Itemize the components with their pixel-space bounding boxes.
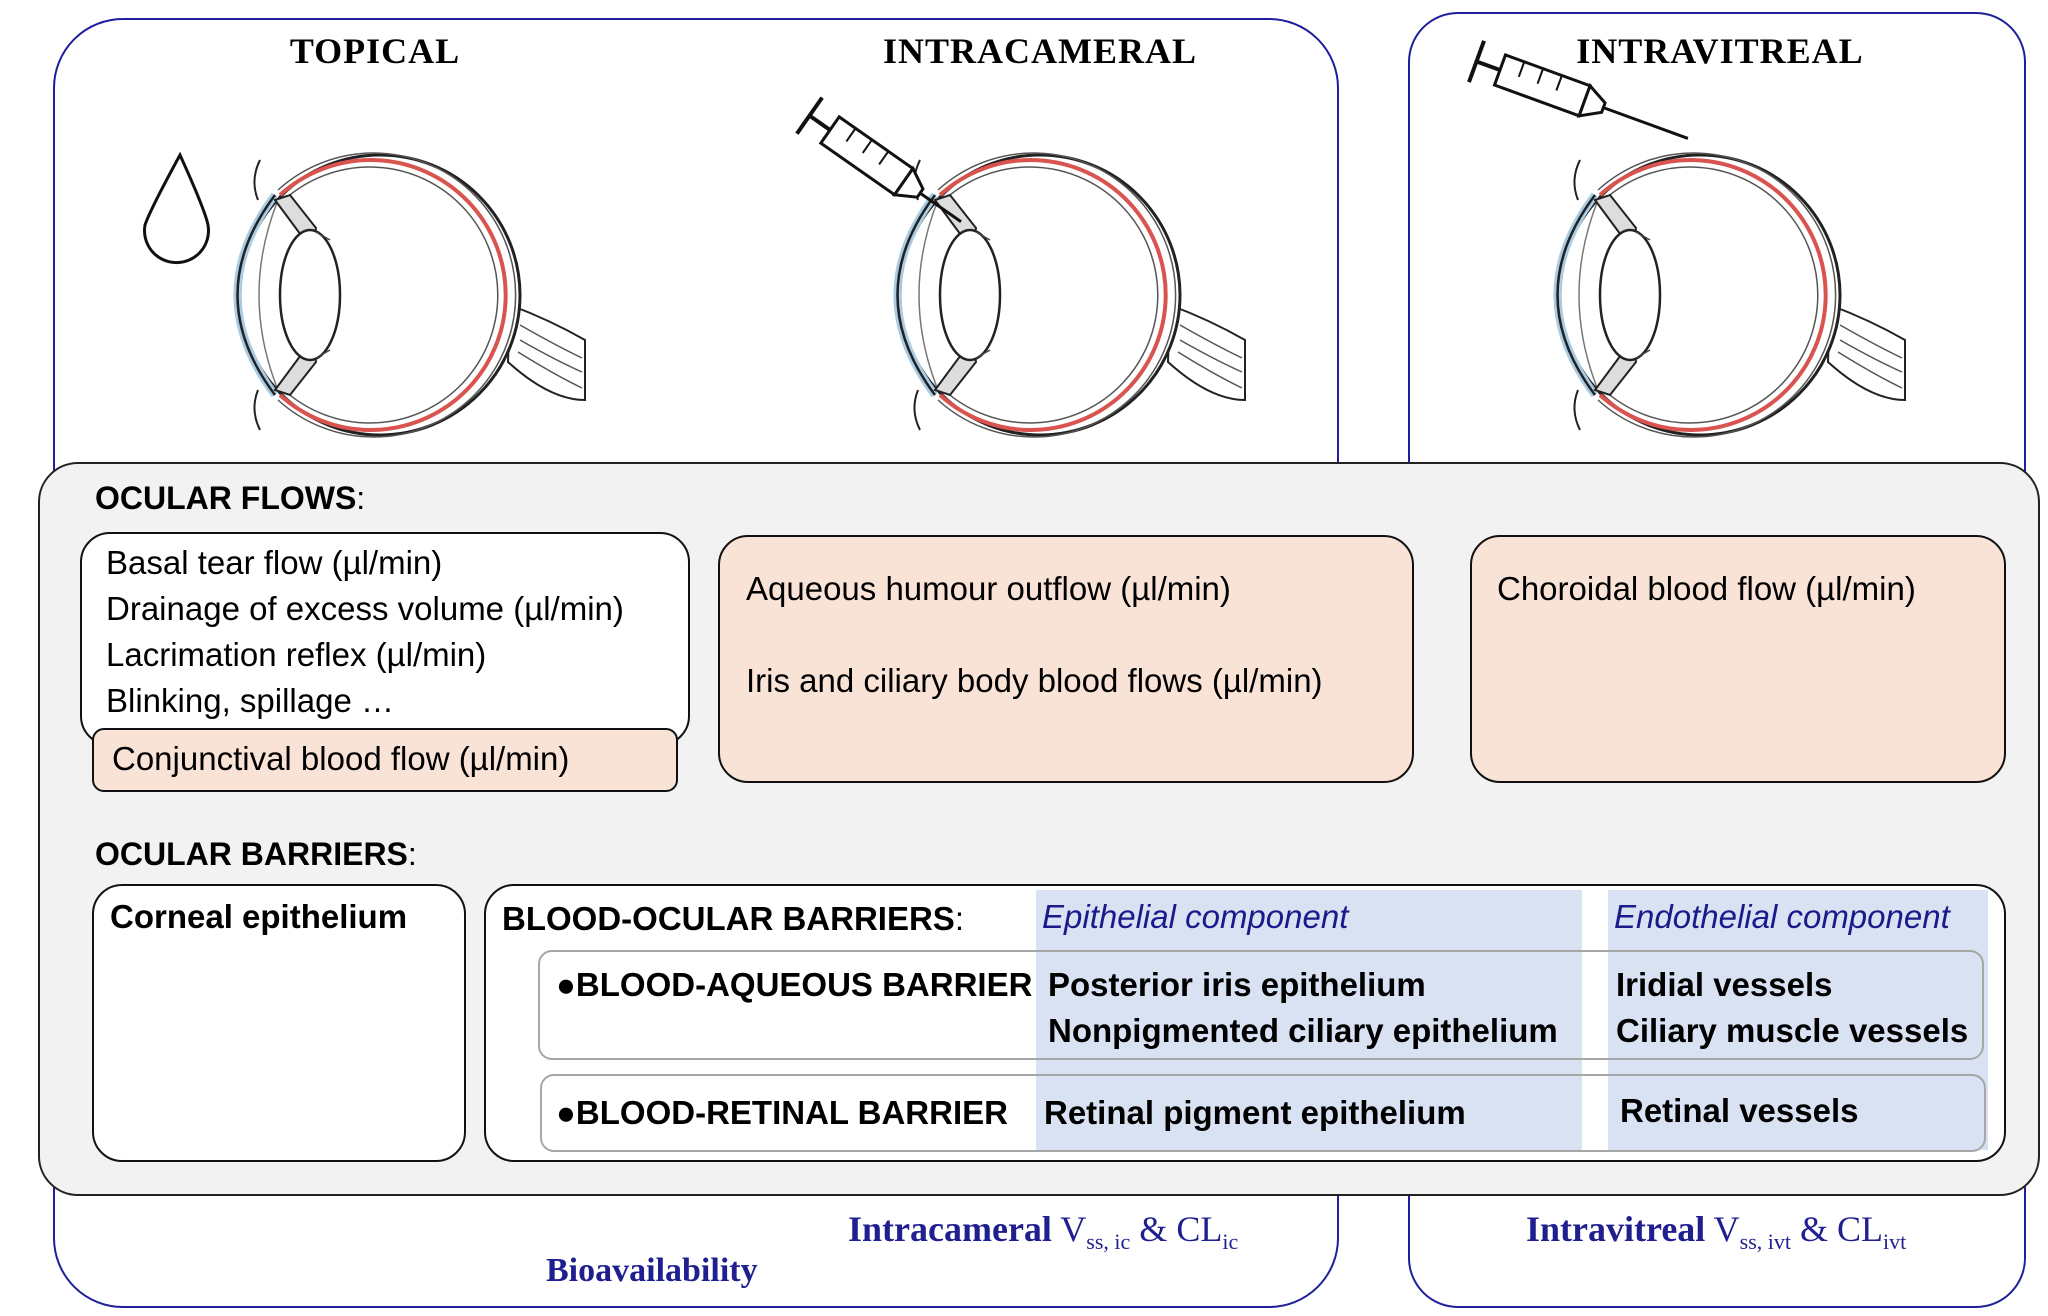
blood-ocular-label: BLOOD-OCULAR BARRIERS: xyxy=(502,900,964,937)
title-topical: TOPICAL xyxy=(289,31,461,71)
retinal-vessels: Retinal vessels xyxy=(1620,1092,1859,1129)
topical-flows-box xyxy=(80,532,690,746)
drop-icon xyxy=(143,151,210,265)
title-intravitreal: INTRAVITREAL xyxy=(1576,31,1864,71)
flow-basal-tear: Basal tear flow (µl/min) xyxy=(106,544,443,581)
endothelial-column xyxy=(1608,890,1988,1150)
corneal-box xyxy=(92,884,466,1162)
intracameral-flows-box xyxy=(718,535,1414,783)
epithelial-header: Epithelial component xyxy=(1042,898,1349,935)
flow-drainage: Drainage of excess volume (µl/min) xyxy=(106,590,624,627)
intravitreal-flows-box xyxy=(1470,535,2006,783)
flow-iris-ciliary: Iris and ciliary body blood flows (µl/mi… xyxy=(746,662,1323,699)
blood-aqueous-row xyxy=(538,950,1984,1060)
nonpigmented-ciliary-epithelium: Nonpigmented ciliary epithelium xyxy=(1048,1012,1558,1049)
conjunctival-flow-box xyxy=(92,728,678,792)
iridial-vessels: Iridial vessels xyxy=(1616,966,1833,1003)
flow-conjunctival: Conjunctival blood flow (µl/min) xyxy=(112,740,570,777)
ocular-flows-label: OCULAR FLOWS: xyxy=(95,480,366,516)
eye-cross-section-icon xyxy=(1558,153,1906,437)
blood-aqueous-barrier: ●BLOOD-AQUEOUS BARRIER xyxy=(556,966,1033,1003)
blood-retinal-barrier: ●BLOOD-RETINAL BARRIER xyxy=(556,1094,1008,1131)
epithelial-column xyxy=(1036,890,1582,1150)
posterior-iris-epithelium: Posterior iris epithelium xyxy=(1048,966,1426,1003)
endothelial-header: Endothelial component xyxy=(1614,898,1950,935)
flow-blinking: Blinking, spillage … xyxy=(106,682,394,719)
flow-lacrimation: Lacrimation reflex (µl/min) xyxy=(106,636,487,673)
eye-diagrams xyxy=(143,40,2048,470)
ciliary-muscle-vessels: Ciliary muscle vessels xyxy=(1616,1012,1969,1049)
title-intracameral: INTRACAMERAL xyxy=(882,31,1197,71)
flow-choroidal: Choroidal blood flow (µl/min) xyxy=(1497,570,1916,607)
flow-aqueous-outflow: Aqueous humour outflow (µl/min) xyxy=(746,570,1231,607)
intracameral-pk-label: Intracameral Vss, ic & CLic xyxy=(848,1209,1239,1254)
syringe-icon xyxy=(1467,40,1689,140)
eye-cross-section-icon xyxy=(898,153,1246,437)
syringe-icon xyxy=(795,96,962,224)
corneal-epithelium: Corneal epithelium xyxy=(110,898,408,935)
eye-cross-section-icon xyxy=(238,153,586,437)
bioavailability-label: Bioavailability xyxy=(546,1252,758,1289)
blood-retinal-row xyxy=(540,1074,1986,1152)
intravitreal-pk-label: Intravitreal Vss, ivt & CLivt xyxy=(1526,1209,1907,1254)
retinal-pigment-epithelium: Retinal pigment epithelium xyxy=(1044,1094,1466,1131)
ocular-barriers-label: OCULAR BARRIERS: xyxy=(95,836,417,872)
